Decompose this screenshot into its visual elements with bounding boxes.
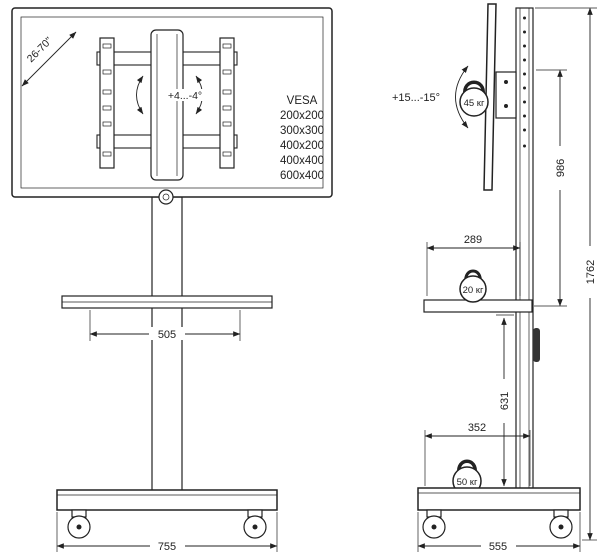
tv-side <box>483 3 497 191</box>
column-holes <box>523 16 526 148</box>
vesa-size: 400x200 <box>280 140 324 152</box>
shelf-height-label: 631 <box>499 392 511 410</box>
weight-icon-mount: 45 кг <box>459 80 489 117</box>
dim-total-height: 1762 <box>535 7 597 541</box>
swivel-arrows: +4...-4° <box>136 75 208 115</box>
vesa-size: 200x200 <box>280 110 324 122</box>
mount-center-plate <box>150 29 184 181</box>
shelf-depth-label: 289 <box>464 234 482 246</box>
dim-mount-to-shelf: 986 <box>534 69 567 307</box>
side-base <box>417 487 581 511</box>
vesa-size: 400x400 <box>280 155 324 167</box>
vesa-strip-right <box>219 37 235 169</box>
tilt-arrow: +15...-15° <box>392 65 469 129</box>
shelf-load-label: 20 кг <box>463 285 484 296</box>
mount-load-label: 45 кг <box>464 98 485 109</box>
vesa-title: VESA <box>287 95 318 107</box>
vesa-strip-left <box>99 37 115 169</box>
base-depth-label: 555 <box>489 541 507 553</box>
swivel-angle-label: +4...-4° <box>168 90 202 102</box>
base-width-label: 755 <box>158 541 176 553</box>
vesa-size: 600x400 <box>280 170 324 182</box>
side-view: +15...-15° 45 кг 289 20 кг <box>392 3 597 553</box>
front-base <box>56 489 278 511</box>
weight-icon-shelf: 20 кг <box>459 269 487 303</box>
caster-side-front <box>422 509 446 539</box>
dim-shelf-height: 631 <box>496 314 514 487</box>
vesa-mount-bracket <box>96 29 238 181</box>
vesa-size: 300x300 <box>280 125 324 137</box>
side-mount-bracket <box>495 71 517 119</box>
dim-shelf-width: 505 <box>89 310 241 341</box>
cable-clip <box>533 328 540 362</box>
dim-base-depth: 555 <box>417 512 581 553</box>
front-view: +4...-4° 26-70" VESA 200x200 300x300 400… <box>11 7 333 553</box>
dim-base-inner-depth: 352 <box>424 422 531 486</box>
front-column <box>151 196 183 493</box>
caster-front-left <box>67 509 91 539</box>
mount-height-label: 986 <box>555 159 567 177</box>
front-shelf <box>61 295 273 309</box>
side-column <box>515 7 540 507</box>
shelf-width-label: 505 <box>158 329 176 341</box>
base-load-label: 50 кг <box>457 477 478 488</box>
caster-side-back <box>549 509 573 539</box>
base-inner-depth-label: 352 <box>468 422 486 434</box>
vesa-size-list: VESA 200x200 300x300 400x200 400x400 600… <box>280 95 324 182</box>
dim-shelf-depth: 289 <box>426 234 521 296</box>
caster-front-right <box>243 509 267 539</box>
tilt-knob <box>158 189 174 205</box>
total-height-label: 1762 <box>585 260 597 284</box>
tilt-angle-label: +15...-15° <box>392 92 440 104</box>
dim-base-width: 755 <box>56 512 278 553</box>
